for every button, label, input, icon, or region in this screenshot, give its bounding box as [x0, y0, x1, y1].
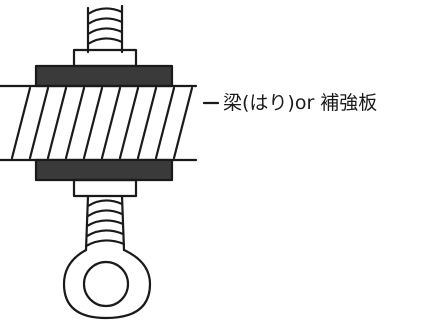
beam-hatch-line	[10, 86, 32, 160]
eye-ring-inner	[82, 260, 130, 308]
lower-thread	[86, 209, 124, 218]
beam-hatch-line	[46, 86, 68, 160]
lower-washer	[34, 158, 174, 182]
upper-nut	[72, 48, 138, 68]
beam-hatch-line	[100, 86, 122, 160]
lower-thread	[86, 199, 124, 208]
lower-nut	[72, 178, 138, 198]
lower-threaded-rod	[84, 194, 126, 252]
beam-hatch-line	[154, 86, 176, 160]
upper-thread	[86, 37, 124, 46]
lower-thread	[85, 219, 125, 228]
lower-thread	[84, 239, 126, 248]
beam-plate	[0, 84, 198, 162]
upper-washer	[34, 64, 174, 88]
beam-hatch-line	[118, 86, 140, 160]
beam-hatch-line	[82, 86, 104, 160]
upper-threaded-rod	[86, 4, 124, 54]
lower-rod-left-edge	[84, 194, 90, 252]
lower-thread	[85, 229, 125, 238]
beam-hatch-line	[64, 86, 86, 160]
upper-thread	[86, 17, 124, 26]
beam-label: 梁(はり)or 補強板	[223, 92, 378, 114]
beam-hatch-line	[28, 86, 50, 160]
upper-thread	[86, 27, 124, 36]
eye-ring-outer	[62, 248, 152, 320]
beam-hatch-line	[172, 86, 194, 160]
beam-hatch-line	[136, 86, 158, 160]
upper-thread	[86, 7, 124, 16]
